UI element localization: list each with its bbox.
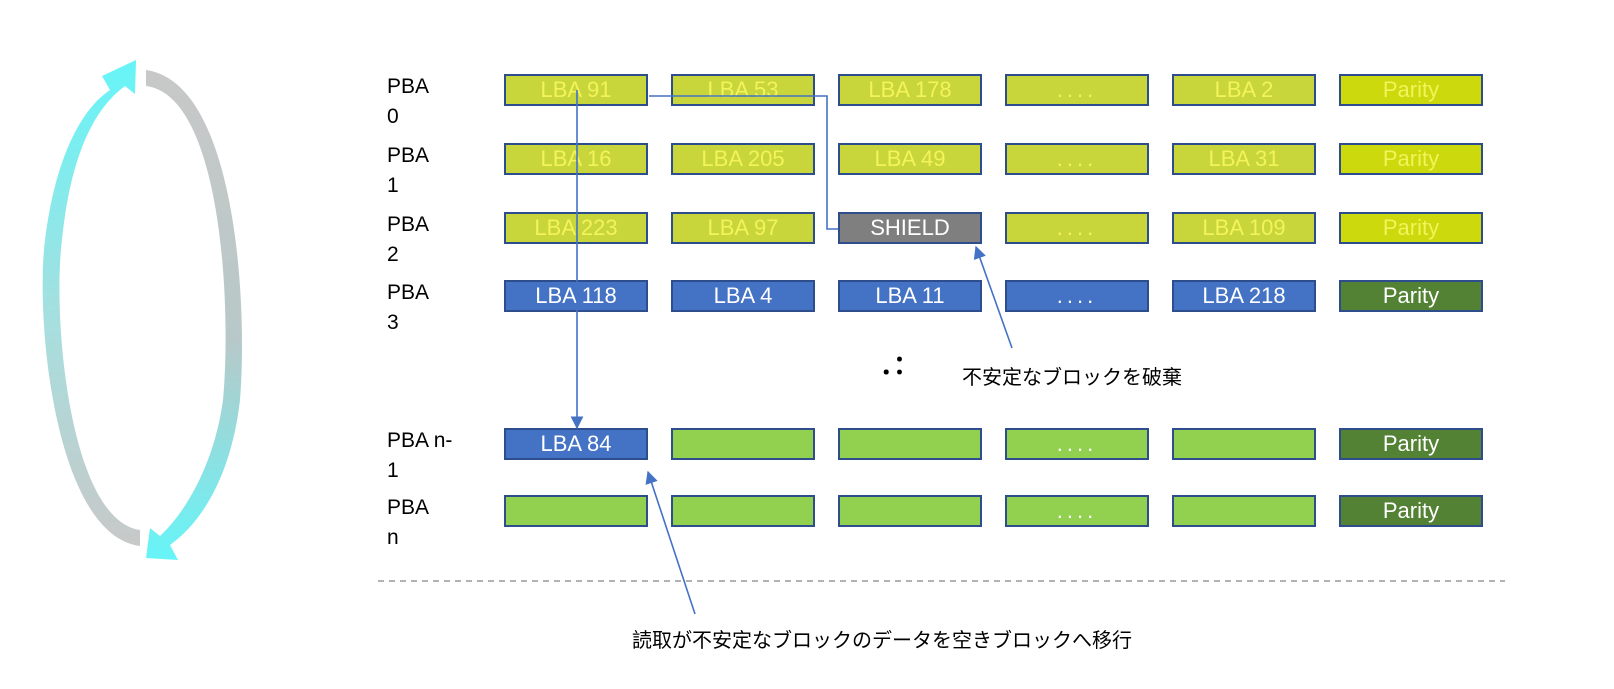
block-cell: Parity: [1339, 280, 1483, 312]
migrate-note: 読取が不安定なブロックのデータを空きブロックへ移行: [632, 628, 1132, 652]
pba-label: PBA 0: [387, 75, 430, 128]
block-cell: LBA 2: [1172, 74, 1316, 106]
block-cell: Parity: [1339, 428, 1483, 460]
block-cell: [1172, 428, 1316, 460]
block-cell: LBA 4: [671, 280, 815, 312]
pba-label: PBA 1: [387, 144, 430, 197]
block-cell: [838, 428, 982, 460]
block-cell: LBA 223: [504, 212, 648, 244]
block-cell: LBA 97: [671, 212, 815, 244]
block-cell: ....: [1005, 280, 1149, 312]
block-cell: LBA 11: [838, 280, 982, 312]
cycle-arrow-left: [42, 60, 140, 546]
block-cell: LBA 205: [671, 143, 815, 175]
block-cell: LBA 31: [1172, 143, 1316, 175]
block-cell: LBA 178: [838, 74, 982, 106]
discard-note: 不安定なブロックを破棄: [962, 365, 1182, 389]
block-cell: [671, 428, 815, 460]
pba-label: PBA n- 1: [387, 429, 453, 482]
block-cell: ....: [1005, 495, 1149, 527]
block-cell: [504, 495, 648, 527]
block-cell: [838, 495, 982, 527]
block-cell: ....: [1005, 212, 1149, 244]
block-cell: ....: [1005, 143, 1149, 175]
block-cell: Parity: [1339, 74, 1483, 106]
vertical-ellipsis: ．：: [880, 350, 920, 380]
block-cell: LBA 84: [504, 428, 648, 460]
block-cell: [671, 495, 815, 527]
block-cell: LBA 53: [671, 74, 815, 106]
block-cell: Parity: [1339, 495, 1483, 527]
block-cell: LBA 91: [504, 74, 648, 106]
block-cell: SHIELD: [838, 212, 982, 244]
pba-label: PBA n: [387, 496, 430, 549]
block-cell: [1172, 495, 1316, 527]
block-cell: LBA 109: [1172, 212, 1316, 244]
block-cell: LBA 49: [838, 143, 982, 175]
block-cell: LBA 118: [504, 280, 648, 312]
block-cell: Parity: [1339, 143, 1483, 175]
cycle-arrow-right: [146, 70, 243, 560]
block-cell: LBA 16: [504, 143, 648, 175]
pba-label: PBA 2: [387, 213, 430, 266]
pba-label: PBA 3: [387, 281, 430, 334]
block-cell: ....: [1005, 74, 1149, 106]
block-cell: LBA 218: [1172, 280, 1316, 312]
block-cell: ....: [1005, 428, 1149, 460]
block-cell: Parity: [1339, 212, 1483, 244]
